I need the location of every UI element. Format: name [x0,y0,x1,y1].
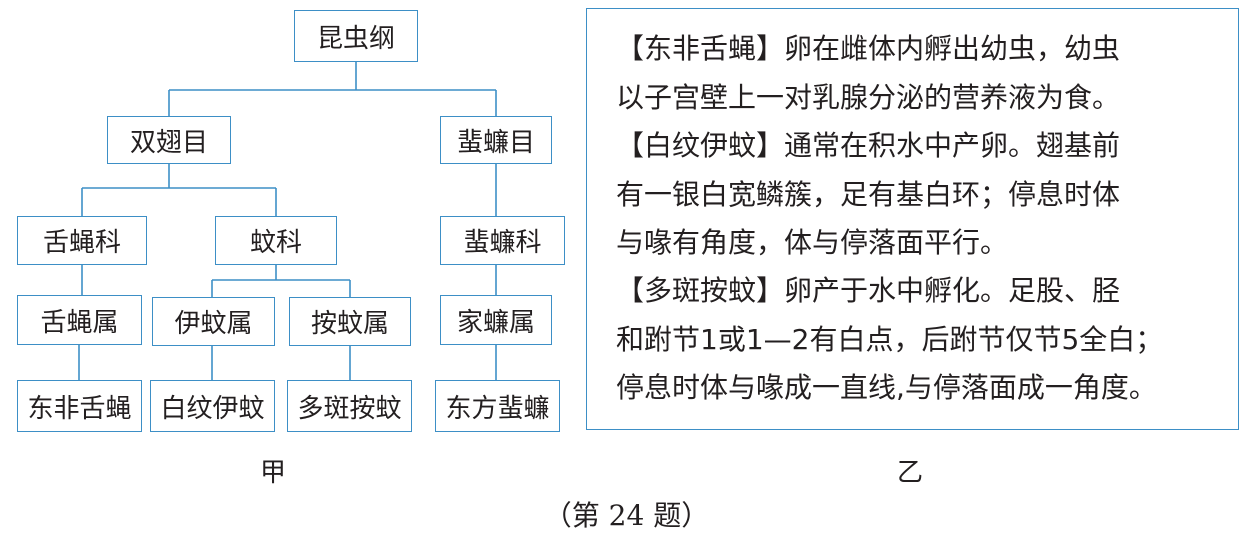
node-family-glossinidae: 舌蝇科 [17,216,147,265]
node-family-culicidae: 蚊科 [215,216,337,265]
entry-line: 【白纹伊蚊】通常在积水中产卵。翅基前 [616,129,1121,162]
entry-line: 【东非舌蝇】卵在雌体内孵出幼虫，幼虫 [616,32,1121,65]
node-species-glossina: 东非舌蝇 [17,380,142,432]
node-genus-periplaneta: 家蠊属 [440,295,552,345]
node-class: 昆虫纲 [294,10,418,62]
entry-line: 以子宫壁上一对乳腺分泌的营养液为食。 [616,80,1121,114]
entry-aedes: 【白纹伊蚊】通常在积水中产卵。翅基前 有一银白宽鳞簇，足有基白环；停息时体 与喙… [616,122,1228,268]
entry-line: 【多斑按蚊】卵产于水中孵化。足股、胫 [616,274,1121,307]
node-order-blattaria: 蜚蠊目 [440,116,552,164]
entry-anopheles: 【多斑按蚊】卵产于水中孵化。足股、胫 和跗节1或1—2有白点，后跗节仅节5全白；… [616,267,1228,413]
node-genus-glossina: 舌蝇属 [17,295,142,345]
entry-glossina: 【东非舌蝇】卵在雌体内孵出幼虫，幼虫 以子宫壁上一对乳腺分泌的营养液为食。 [616,25,1228,122]
caption-yi: 乙 [897,458,924,488]
figure-title: （第 24 题） [543,499,710,532]
node-species-anopheles: 多斑按蚊 [287,380,412,432]
caption-jia: 甲 [260,458,287,488]
entry-line: 停息时体与喙成一直线,与停落面成一角度。 [616,371,1157,404]
description-panel [586,8,1239,430]
entry-line: 和跗节1或1—2有白点，后跗节仅节5全白； [616,322,1164,356]
node-genus-aedes: 伊蚊属 [152,297,275,346]
node-order-diptera: 双翅目 [107,116,231,164]
node-genus-anopheles: 按蚊属 [289,297,411,346]
entry-line: 与喙有角度，体与停落面平行。 [616,226,1009,259]
entry-line: 有一银白宽鳞簇，足有基白环；停息时体 [616,177,1121,211]
node-species-periplaneta: 东方蜚蠊 [435,380,560,432]
node-family-blattidae: 蜚蠊科 [440,216,565,265]
node-species-aedes: 白纹伊蚊 [150,380,275,432]
